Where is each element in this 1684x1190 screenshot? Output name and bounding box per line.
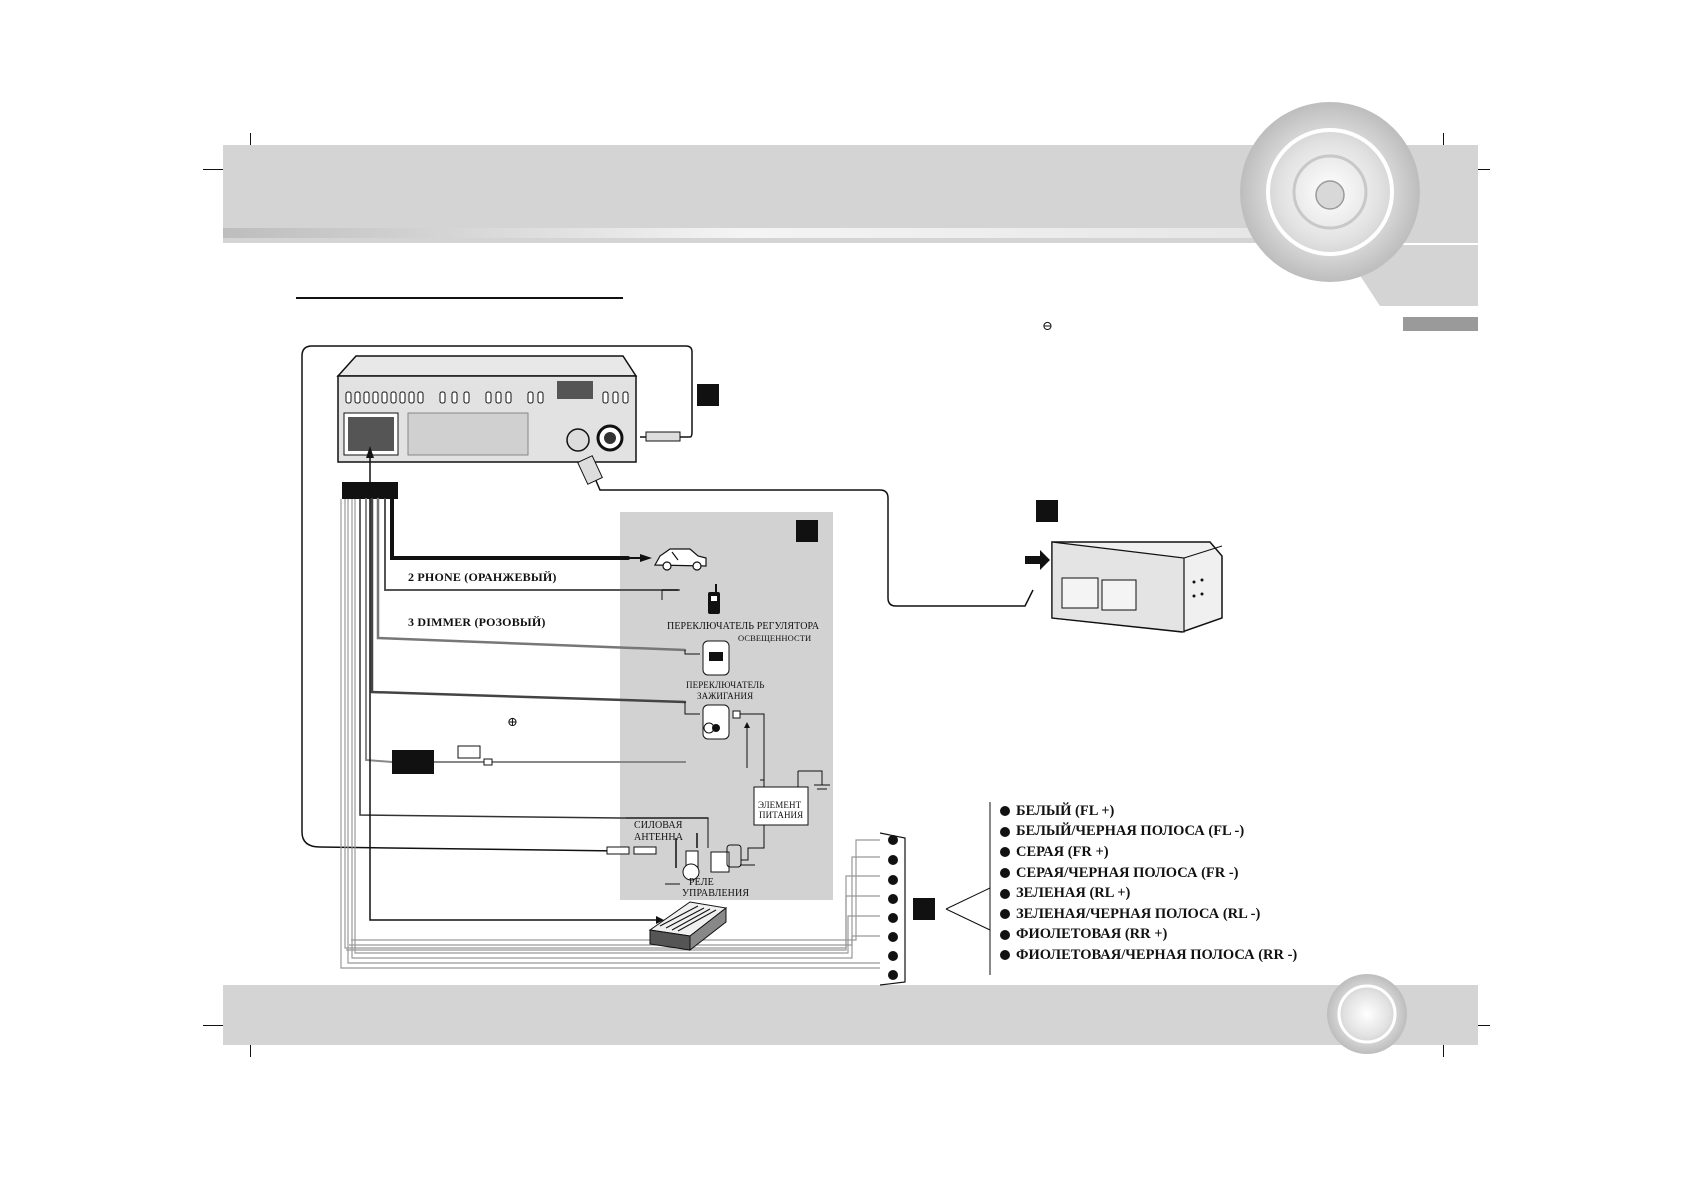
head-unit [336,355,638,463]
footer-band [223,974,1478,1054]
antenna-label-line1: СИЛОВАЯ [634,820,683,831]
dimmer-switch-label: ПЕРЕКЛЮЧАТЕЛЬ РЕГУЛЯТОРА [667,622,819,632]
bullet-icon [1000,909,1010,920]
ignition-switch-icon [684,702,765,787]
legend-label: ФИОЛЕТОВАЯ (RR +) [1016,926,1168,943]
battery-label-line1: ЭЛЕМЕНТ [758,800,802,810]
relay-label-line2: УПРАВЛЕНИЯ [682,888,750,899]
battery-icon [753,770,830,826]
cd-changer [1025,541,1223,633]
dimmer-switch-icon [684,640,730,676]
bullet-icon [1000,847,1010,858]
ignition-switch-label-line2: ЗАЖИГАНИЯ [697,691,754,701]
bullet-icon [1000,868,1010,879]
crop-mark [203,169,233,170]
amplifier-icon [648,901,728,952]
dimmer-wire-label: 3 DIMMER (РОЗОВЫЙ) [408,615,546,629]
legend-label: ЗЕЛЕНАЯ/ЧЕРНАЯ ПОЛОСА (RL -) [1016,905,1261,922]
legend-item: ФИОЛЕТОВАЯ/ЧЕРНАЯ ПОЛОСА (RR -) [1000,945,1297,966]
crop-mark [250,133,251,155]
legend-label: БЕЛЫЙ/ЧЕРНАЯ ПОЛОСА (FL -) [1016,823,1245,840]
legend-label: ФИОЛЕТОВАЯ/ЧЕРНАЯ ПОЛОСА (RR -) [1016,946,1298,963]
legend-item: СЕРАЯ (FR +) [1000,842,1297,863]
crop-mark [1443,1035,1444,1057]
phone-icon [661,584,720,614]
legend-label: СЕРАЯ/ЧЕРНАЯ ПОЛОСА (FR -) [1016,864,1239,881]
plus-symbol: ⊕ [507,714,518,729]
bullet-icon [1000,950,1010,961]
antenna-label-line2: АНТЕННА [634,832,684,843]
ignition-switch-label-line1: ПЕРЕКЛЮЧАТЕЛЬ [686,680,765,690]
minus-symbol: ⊖ [1042,318,1053,333]
legend-label: ЗЕЛЕНАЯ (RL +) [1016,885,1131,902]
page-tab [1403,317,1478,331]
bullet-icon [1000,826,1010,837]
bullet-icon [1000,888,1010,899]
legend-label: БЕЛЫЙ (FL +) [1016,802,1115,819]
header-band [223,102,1478,331]
legend-item: ФИОЛЕТОВАЯ (RR +) [1000,925,1297,946]
legend-item: БЕЛЫЙ (FL +) [1000,801,1297,822]
crop-mark [250,1035,251,1057]
crop-mark [203,1025,233,1026]
legend-item: СЕРАЯ/ЧЕРНАЯ ПОЛОСА (FR -) [1000,863,1297,884]
antenna-relay-icon [606,817,765,885]
relay-label-line1: РЕЛЕ [689,877,714,888]
legend-item: ЗЕЛЕНАЯ/ЧЕРНАЯ ПОЛОСА (RL -) [1000,904,1297,925]
battery-label-line2: ПИТАНИЯ [759,810,804,820]
dimmer-switch-label-line1: ПЕРЕКЛЮЧАТЕЛЬ РЕГУЛЯТОРА [667,621,820,632]
bullet-icon [1000,806,1010,817]
dimmer-switch-label-line2: ОСВЕЩЕННОСТИ [738,633,812,643]
speaker-wire-legend: БЕЛЫЙ (FL +) БЕЛЫЙ/ЧЕРНАЯ ПОЛОСА (FL -) … [1000,801,1297,966]
phone-wire-label: 2 PHONE (ОРАНЖЕВЫЙ) [408,570,557,584]
bullet-icon [1000,929,1010,940]
legend-item: БЕЛЫЙ/ЧЕРНАЯ ПОЛОСА (FL -) [1000,822,1297,843]
legend-label: СЕРАЯ (FR +) [1016,843,1109,860]
car-ground-icon [653,548,707,571]
crop-mark [1443,133,1444,155]
legend-item: ЗЕЛЕНАЯ (RL +) [1000,883,1297,904]
